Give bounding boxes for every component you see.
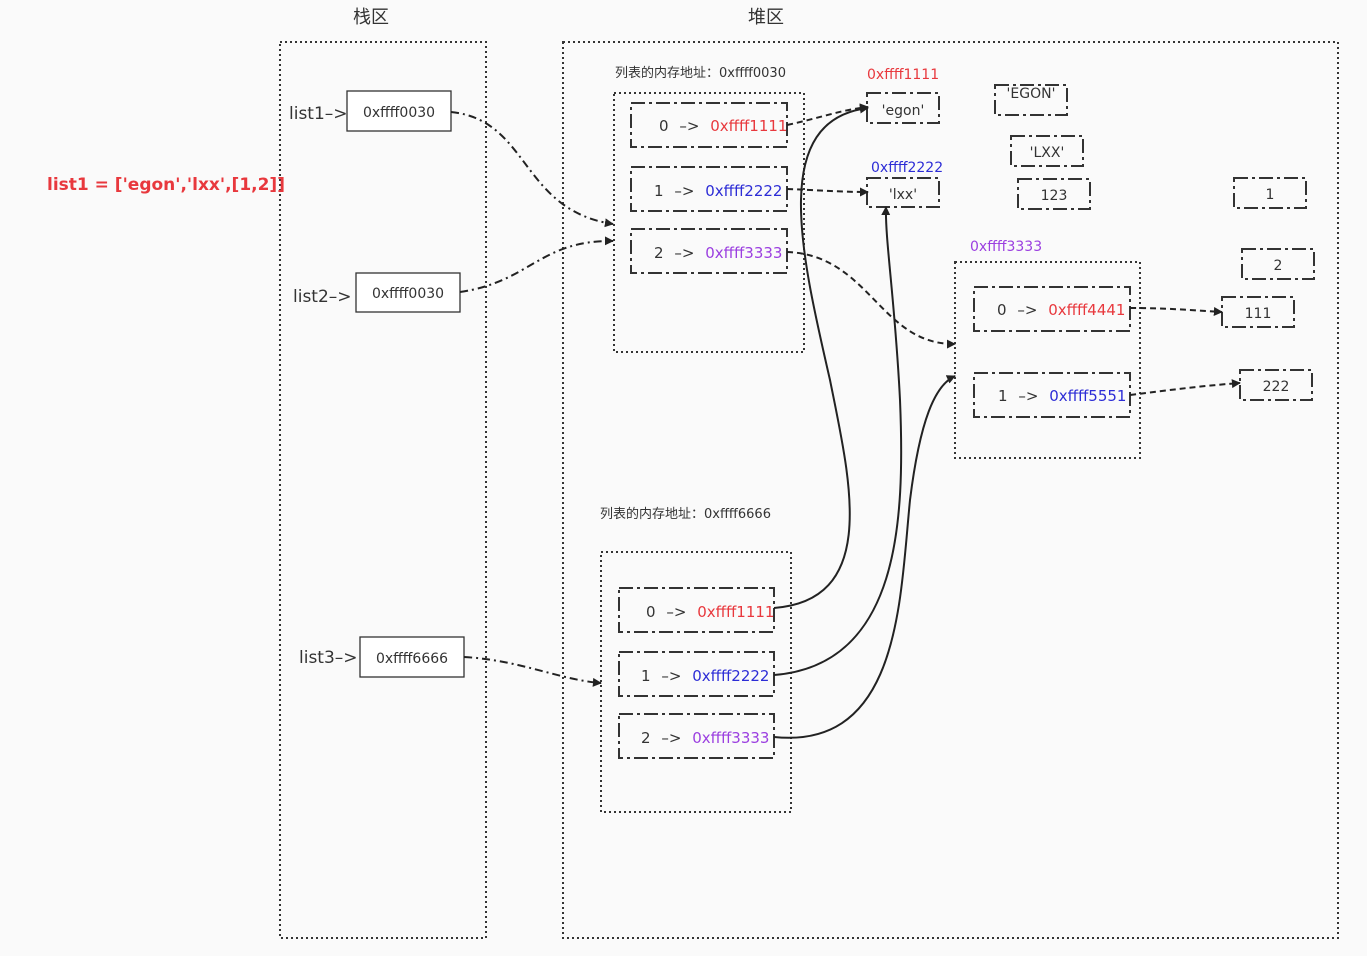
cell-arrow: –> <box>666 603 686 621</box>
int-2-box <box>1241 248 1315 280</box>
egon-object-value: 'egon' <box>882 103 925 119</box>
cell-addr: 0xffff2222 <box>705 182 782 200</box>
svg-text:0 –> 0xffff1111: 0 –> 0xffff1111 <box>646 603 774 621</box>
svg-text:0 –> 0xffff1111: 0 –> 0xffff1111 <box>659 117 787 135</box>
EGON-object-value: 'EGON' <box>1007 86 1056 102</box>
list-a-frame <box>613 92 805 353</box>
list-a-cell-1: 1 –> 0xffff2222 <box>630 166 788 212</box>
svg-text:0 –> 0xffff4441: 0 –> 0xffff4441 <box>997 301 1125 319</box>
svg-text:1 –> 0xffff5551: 1 –> 0xffff5551 <box>998 387 1126 405</box>
code-text: list1 = ['egon','lxx',[1,2]] <box>47 175 285 195</box>
stack-var-list2-addr: 0xffff0030 <box>372 286 444 302</box>
cell-addr: 0xffff1111 <box>697 603 774 621</box>
cell-addr: 0xffff2222 <box>692 667 769 685</box>
cell-index: 0 <box>659 117 669 135</box>
arrow-list2-to-list-a <box>459 236 614 293</box>
stack-var-list1-box <box>346 90 452 132</box>
cell-addr: 0xffff4441 <box>1048 301 1125 319</box>
list-b-cell-0: 0 –> 0xffff1111 <box>618 587 775 633</box>
list-a-caption: 列表的内存地址：0xffff0030 <box>615 65 786 81</box>
list-a-cell-2: 2 –> 0xffff3333 <box>630 228 788 274</box>
inner-list-frame <box>954 261 1141 459</box>
cell-arrow: –> <box>661 729 681 747</box>
svg-text:1 –> 0xffff2222: 1 –> 0xffff2222 <box>641 667 769 685</box>
cell-addr: 0xffff1111 <box>710 117 787 135</box>
EGON-object-box <box>994 84 1068 116</box>
int-123-box <box>1017 178 1091 210</box>
cell-arrow: –> <box>1018 387 1038 405</box>
stack-region-title: 栈区 <box>353 7 389 28</box>
stack-var-list3-addr: 0xffff6666 <box>376 651 448 667</box>
stack-var-list3-box <box>359 636 465 678</box>
cell-index: 1 <box>654 182 664 200</box>
egon-object-addr: 0xffff1111 <box>867 67 939 83</box>
cell-index: 0 <box>646 603 656 621</box>
cell-addr: 0xffff3333 <box>705 244 782 262</box>
int-1-value: 1 <box>1266 187 1275 203</box>
cell-arrow: –> <box>679 117 699 135</box>
list-a-cell-0: 0 –> 0xffff1111 <box>630 102 788 148</box>
list-b-cell-2: 2 –> 0xffff3333 <box>618 713 775 759</box>
lxx-object-addr: 0xffff2222 <box>871 160 943 176</box>
cell-arrow: –> <box>1017 301 1037 319</box>
arrow-list-a-2-to-inner <box>786 251 956 349</box>
stack-var-list2-label: list2–> <box>293 287 352 307</box>
int-1-box <box>1233 177 1307 209</box>
arrow-list-a-1-to-lxx <box>786 187 869 197</box>
stack-var-list3-label: list3–> <box>299 648 358 668</box>
stack-var-list2-box <box>355 272 461 313</box>
inner-list-addr: 0xffff3333 <box>970 239 1042 255</box>
stack-region-frame <box>279 41 487 939</box>
cell-index: 2 <box>654 244 664 262</box>
cell-index: 2 <box>641 729 651 747</box>
arrow-list-b-0-to-egon <box>773 104 869 609</box>
cell-arrow: –> <box>674 244 694 262</box>
list-b-cell-1: 1 –> 0xffff2222 <box>618 651 775 697</box>
arrow-list1-to-list-a <box>450 111 614 228</box>
list-b-caption: 列表的内存地址：0xffff6666 <box>600 506 771 522</box>
lxx-object-value: 'lxx' <box>889 187 917 203</box>
stack-var-list1-addr: 0xffff0030 <box>363 105 435 121</box>
arrow-list-b-1-to-lxx <box>773 206 903 676</box>
cell-addr: 0xffff5551 <box>1049 387 1126 405</box>
int-2-value: 2 <box>1274 258 1283 274</box>
heap-region-frame <box>562 41 1339 939</box>
inner-list-cell-0: 0 –> 0xffff4441 <box>973 286 1131 332</box>
stack-var-list1-label: list1–> <box>289 104 348 124</box>
cell-arrow: –> <box>674 182 694 200</box>
arrow-list-b-2-to-inner <box>773 375 956 739</box>
cell-arrow: –> <box>661 667 681 685</box>
arrow-list3-to-list-b <box>463 656 602 687</box>
heap-region-title: 堆区 <box>748 7 784 28</box>
LXX-object-box <box>1010 135 1084 167</box>
svg-text:1 –> 0xffff2222: 1 –> 0xffff2222 <box>654 182 782 200</box>
int-123-value: 123 <box>1041 188 1068 204</box>
int-222-value: 222 <box>1263 379 1290 395</box>
svg-text:2 –> 0xffff3333: 2 –> 0xffff3333 <box>641 729 769 747</box>
int-111-value: 111 <box>1245 306 1272 322</box>
LXX-object-value: 'LXX' <box>1030 145 1065 161</box>
cell-addr: 0xffff3333 <box>692 729 769 747</box>
cell-index: 0 <box>997 301 1007 319</box>
cell-index: 1 <box>641 667 651 685</box>
svg-text:2 –> 0xffff3333: 2 –> 0xffff3333 <box>654 244 782 262</box>
arrow-inner-0-to-111 <box>1129 307 1223 316</box>
inner-list-cell-1: 1 –> 0xffff5551 <box>973 372 1131 418</box>
arrow-inner-1-to-222 <box>1129 379 1241 396</box>
cell-index: 1 <box>998 387 1008 405</box>
